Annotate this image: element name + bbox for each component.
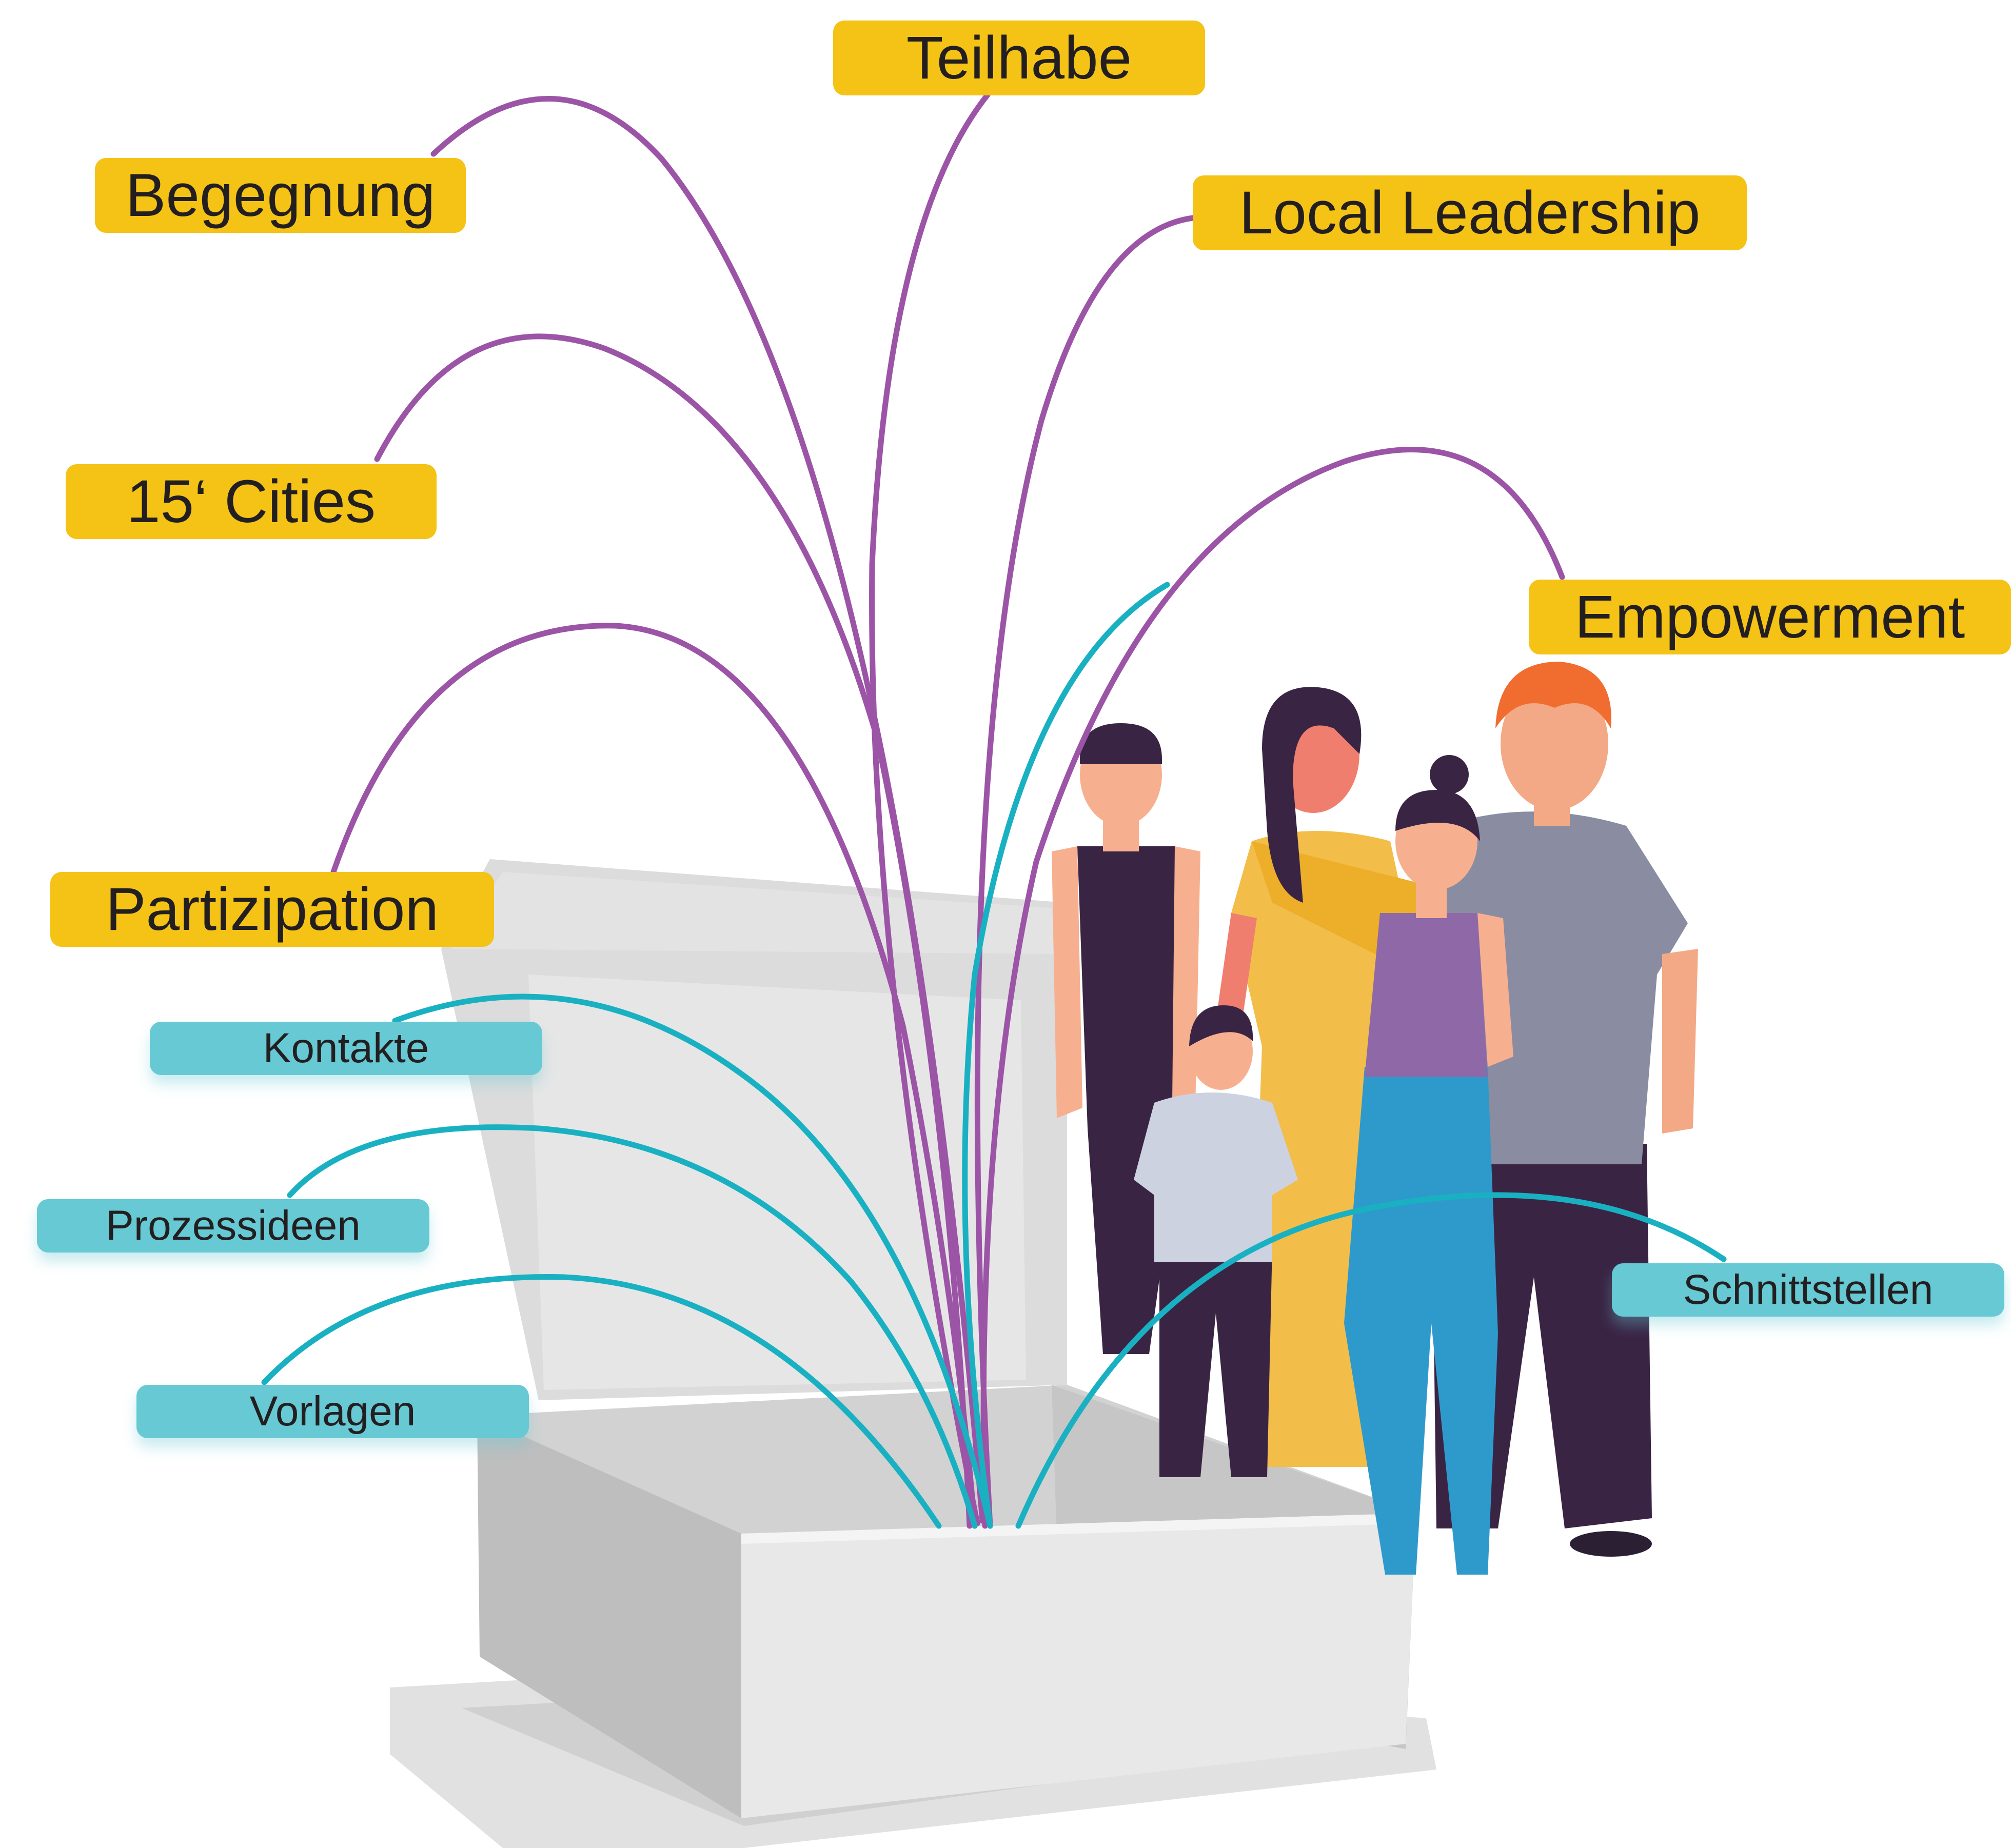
curve-kontakte (392, 993, 993, 1529)
box-front-wall (741, 1513, 1416, 1818)
curve-local-leadership (974, 215, 1196, 1529)
open-box-illustration (441, 859, 1416, 1818)
tool-curves (261, 582, 1727, 1529)
curve-partizipation (330, 623, 978, 1529)
people-group-illustration (1052, 662, 1698, 1575)
curve-15-cities (374, 333, 973, 1529)
woman-short-hair (1052, 723, 1200, 1354)
value-curves (330, 92, 1565, 1529)
label-15-cities: 15‘ Cities (66, 464, 437, 539)
label-vorlagen: Vorlagen (136, 1385, 529, 1438)
curve-schnittstellen (1015, 1192, 1727, 1529)
box-left-wall (477, 1416, 741, 1818)
label-empowerment: Empowerment (1529, 580, 2011, 654)
curve-right-tool (962, 582, 1170, 1529)
label-local-leadership: Local Leadership (1193, 175, 1747, 250)
child (1134, 1005, 1298, 1477)
curve-vorlagen (261, 1274, 942, 1529)
curve-prozessideen (287, 1124, 978, 1529)
label-teilhabe: Teilhabe (833, 21, 1205, 95)
label-begegnung: Begegnung (95, 158, 466, 233)
label-schnittstellen: Schnittstellen (1612, 1263, 2004, 1317)
label-partizipation: Partizipation (50, 872, 494, 947)
label-prozessideen: Prozessideen (37, 1199, 429, 1253)
curve-teilhabe (869, 92, 991, 1526)
label-kontakte: Kontakte (150, 1022, 542, 1075)
curve-empowerment (980, 446, 1565, 1529)
